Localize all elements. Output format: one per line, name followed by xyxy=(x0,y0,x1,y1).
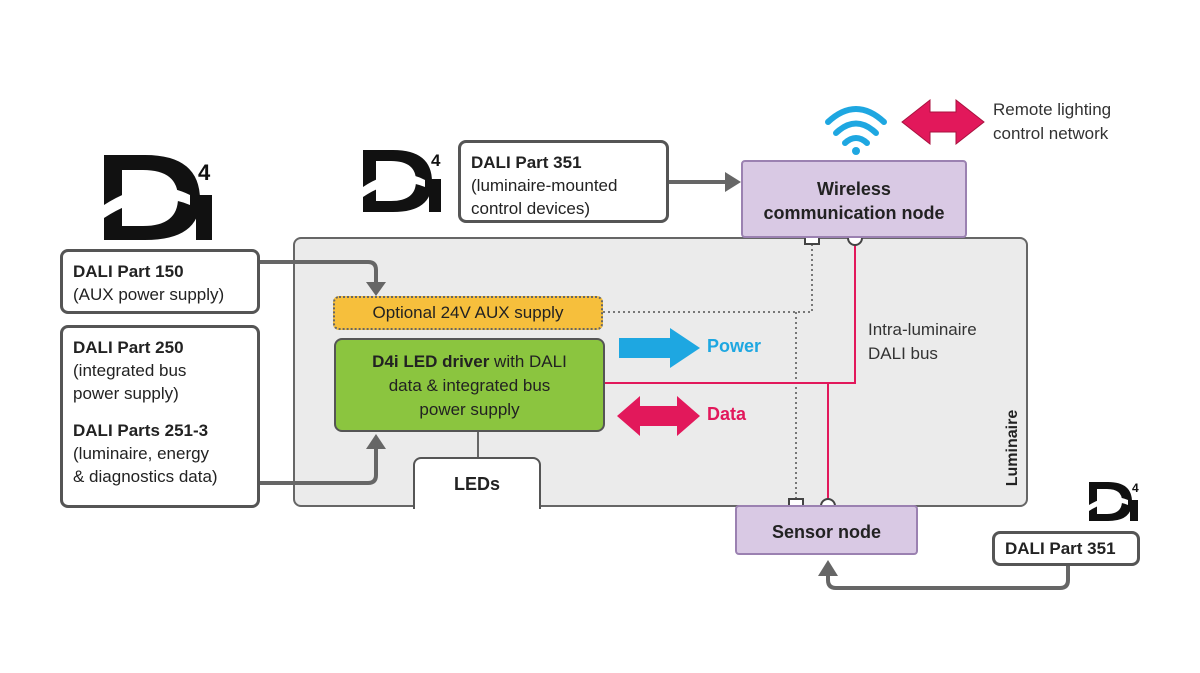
wireless-node-line1: Wireless xyxy=(817,179,891,199)
leds-label: LEDs xyxy=(453,474,500,494)
aux-dotted-wire xyxy=(603,245,813,313)
dali-part-150-box: DALI Part 150 (AUX power supply) xyxy=(60,249,260,314)
data-label: Data xyxy=(707,404,747,424)
aux-supply-box: Optional 24V AUX supply xyxy=(333,296,603,330)
data-arrow-icon xyxy=(617,396,700,436)
svg-text:4: 4 xyxy=(1132,481,1139,495)
wifi-icon xyxy=(825,106,887,155)
wireless-communication-node: Wireless communication node xyxy=(741,160,967,238)
wireless-feed-arrowhead xyxy=(725,172,741,192)
led-driver-title: D4i LED driver xyxy=(372,352,490,371)
dali-part-351-top-box: DALI Part 351 (luminaire-mounted control… xyxy=(458,140,669,223)
driver-feed-arrowhead xyxy=(366,434,386,449)
d4i-logo-middle: 4 xyxy=(363,150,441,212)
dali-part-251-sub2: & diagnostics data) xyxy=(73,467,218,486)
dali-part-251-sub1: (luminaire, energy xyxy=(73,444,210,463)
aux-feed-arrowhead xyxy=(366,282,386,296)
dali-part-351-top-sub1: (luminaire-mounted xyxy=(471,176,618,195)
power-label: Power xyxy=(707,336,762,356)
dali-part-351-top-title: DALI Part 351 xyxy=(471,153,582,172)
aux-feed-connector xyxy=(260,260,378,284)
led-driver-line1: with DALI xyxy=(489,352,567,371)
sensor-node-label: Sensor node xyxy=(771,522,882,542)
power-arrow-icon xyxy=(619,328,700,368)
sensor-feed-arrowhead xyxy=(818,560,838,576)
driver-feed-connector xyxy=(260,448,378,485)
d4i-logo-left: 4 xyxy=(104,155,212,240)
dali-part-351-bottom-title: DALI Part 351 xyxy=(1005,539,1116,558)
svg-text:4: 4 xyxy=(198,160,211,185)
dali-part-351-top-sub2: control devices) xyxy=(471,199,591,218)
d4i-logo-right: 4 xyxy=(1089,481,1139,521)
leds-box: LEDs xyxy=(413,457,541,509)
dali-part-250-sub1: (integrated bus xyxy=(73,361,187,380)
aux-supply-label: Optional 24V AUX supply xyxy=(372,303,564,322)
dali-part-150-sub: (AUX power supply) xyxy=(73,285,225,304)
dali-bus-wire xyxy=(605,245,856,384)
led-driver-line3: power supply xyxy=(419,400,520,419)
remote-network-arrow-icon xyxy=(901,98,985,146)
dali-part-250-251-box: DALI Part 250 (integrated bus power supp… xyxy=(60,325,260,508)
dali-part-150-title: DALI Part 150 xyxy=(73,262,184,281)
led-driver-line2: data & integrated bus xyxy=(388,376,551,395)
led-driver-box: D4i LED driver with DALI data & integrat… xyxy=(334,338,605,432)
dali-part-250-sub2: power supply) xyxy=(73,384,179,403)
dali-part-251-title: DALI Parts 251-3 xyxy=(73,421,209,440)
sensor-feed-connector xyxy=(826,564,1070,590)
sensor-node: Sensor node xyxy=(735,505,918,555)
dali-part-351-bottom-box: DALI Part 351 xyxy=(992,531,1140,566)
dali-part-250-title: DALI Part 250 xyxy=(73,338,184,357)
svg-text:4: 4 xyxy=(431,151,441,170)
wireless-node-line2: communication node xyxy=(763,203,945,223)
